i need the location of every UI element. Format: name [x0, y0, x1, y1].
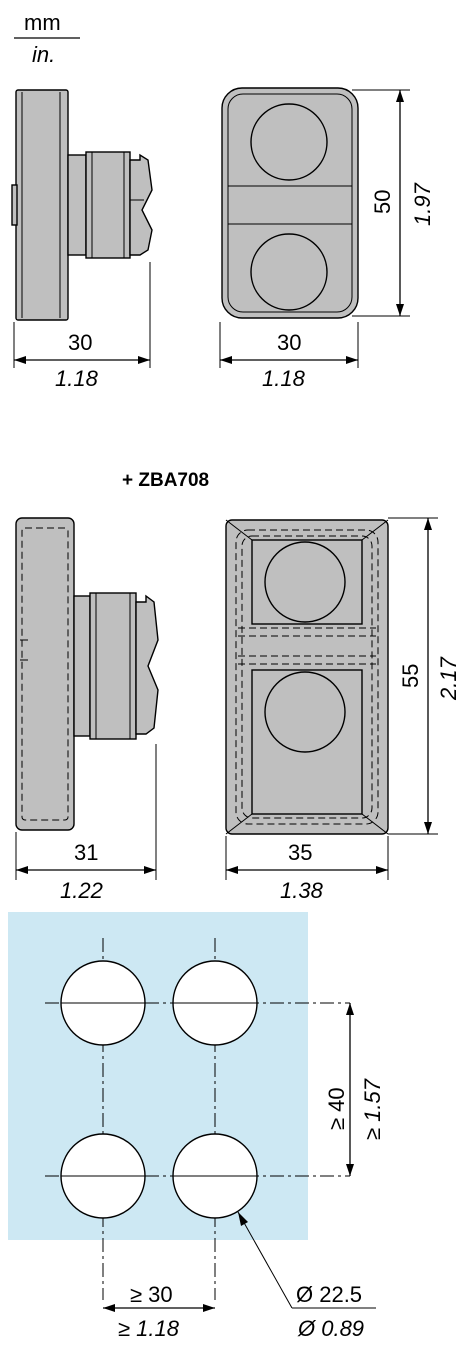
view2-front-height-mm: 55	[398, 664, 423, 688]
unit-mm-label: mm	[24, 10, 61, 35]
cutout-horizontal-spacing-dimension: ≥ 30 ≥ 1.18	[103, 1282, 215, 1341]
view1-side-profile	[11, 89, 153, 321]
cutout-hole-diameter-callout: Ø 22.5 Ø 0.89	[237, 1211, 376, 1341]
view2-front-height-dimension: 55 2.17	[388, 517, 460, 835]
view2-front-width-in: 1.38	[280, 878, 324, 903]
view1-front-profile	[221, 87, 359, 319]
view2-side-width-in: 1.22	[60, 878, 103, 903]
view1-front-height-in: 1.97	[410, 182, 435, 226]
view2-front-profile	[225, 519, 389, 835]
view2-front-width-mm: 35	[288, 840, 312, 865]
accessory-label: + ZBA708	[122, 470, 209, 491]
view2-front-width-dimension: 35 1.38	[225, 836, 389, 903]
unit-in-label: in.	[32, 42, 55, 67]
cutout-vertical-spacing-dimension: ≥ 40 ≥ 1.57	[324, 1003, 385, 1176]
cutout-vertical-spacing-mm: ≥ 40	[324, 1087, 349, 1130]
cutout-holes	[60, 960, 258, 1219]
cutout-horizontal-spacing-mm: ≥ 30	[130, 1282, 173, 1307]
view2-side-profile	[15, 517, 159, 831]
view1-side-width-in: 1.18	[55, 366, 99, 391]
cutout-horizontal-spacing-in: ≥ 1.18	[118, 1316, 180, 1341]
view2-side-width-dimension: 31 1.22	[15, 744, 157, 903]
view1-front-height-dimension: 50 1.97	[352, 89, 435, 317]
cutout-hole-diameter-mm: Ø 22.5	[296, 1282, 362, 1307]
view1-front-height-mm: 50	[370, 190, 395, 214]
view1-front-width-in: 1.18	[262, 366, 306, 391]
view1-front-width-mm: 30	[277, 330, 301, 355]
view2-side-width-mm: 31	[74, 840, 98, 865]
view1-side-width-mm: 30	[68, 330, 92, 355]
cutout-vertical-spacing-in: ≥ 1.57	[360, 1078, 385, 1140]
view2-front-height-in: 2.17	[436, 656, 460, 701]
panel-cutout-area	[8, 912, 308, 1240]
view1-side-width-dimension: 30 1.18	[13, 262, 151, 391]
view1-front-width-dimension: 30 1.18	[219, 322, 359, 391]
cutout-hole-diameter-in: Ø 0.89	[297, 1316, 364, 1341]
